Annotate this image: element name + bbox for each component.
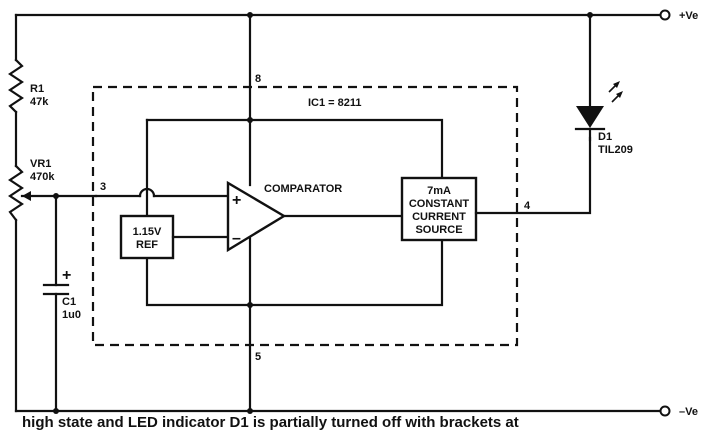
vr1-name: VR1 [30, 158, 51, 170]
vr1-value: 470k [30, 171, 55, 183]
wiper-arrow-icon [22, 191, 31, 201]
led-icon [576, 106, 604, 128]
pin-4-label: 4 [524, 200, 531, 212]
c1-polarity: + [62, 267, 71, 284]
pin-3-label: 3 [100, 181, 106, 193]
junction-dot [247, 117, 253, 123]
light-ray-arrow-icon [616, 91, 623, 98]
comparator-triangle [226, 180, 287, 253]
r1-resistor [8, 58, 24, 114]
d1-value: TIL209 [598, 144, 633, 156]
d1-name: D1 [598, 131, 612, 143]
ic-boundary [91, 85, 519, 347]
comparator-label: COMPARATOR [264, 183, 342, 195]
junction-dot [247, 302, 253, 308]
ref-label-line1: 1.15V [133, 226, 162, 238]
r1-value: 47k [30, 96, 49, 108]
ic-label: IC1 = 8211 [308, 97, 362, 109]
comparator-plus: + [232, 192, 241, 209]
current-source-box [400, 176, 478, 242]
negative-terminal [659, 405, 671, 417]
source-label-line2: CONSTANT [409, 198, 470, 210]
vr1-resistor [8, 164, 24, 222]
internal-bottom-wire [145, 238, 444, 307]
reference-box [119, 214, 175, 260]
source-label-line4: SOURCE [415, 224, 462, 236]
internal-top-wire [145, 118, 444, 180]
caption-text: high state and LED indicator D1 is parti… [22, 414, 519, 431]
source-label-line3: CURRENT [412, 211, 466, 223]
r1-name: R1 [30, 83, 44, 95]
comparator-minus: – [232, 230, 241, 247]
c1-value: 1u0 [62, 309, 81, 321]
light-ray-arrow-icon [613, 81, 620, 88]
pin-5-label: 5 [255, 351, 261, 363]
pin-8-label: 8 [255, 73, 261, 85]
pin4-wire [474, 136, 592, 215]
ref-label-line2: REF [136, 239, 158, 251]
positive-supply-label: +Ve [679, 10, 698, 22]
positive-terminal [659, 9, 671, 21]
c1-name: C1 [62, 296, 76, 308]
source-label-line1: 7mA [427, 185, 451, 197]
negative-supply-label: –Ve [679, 406, 698, 418]
